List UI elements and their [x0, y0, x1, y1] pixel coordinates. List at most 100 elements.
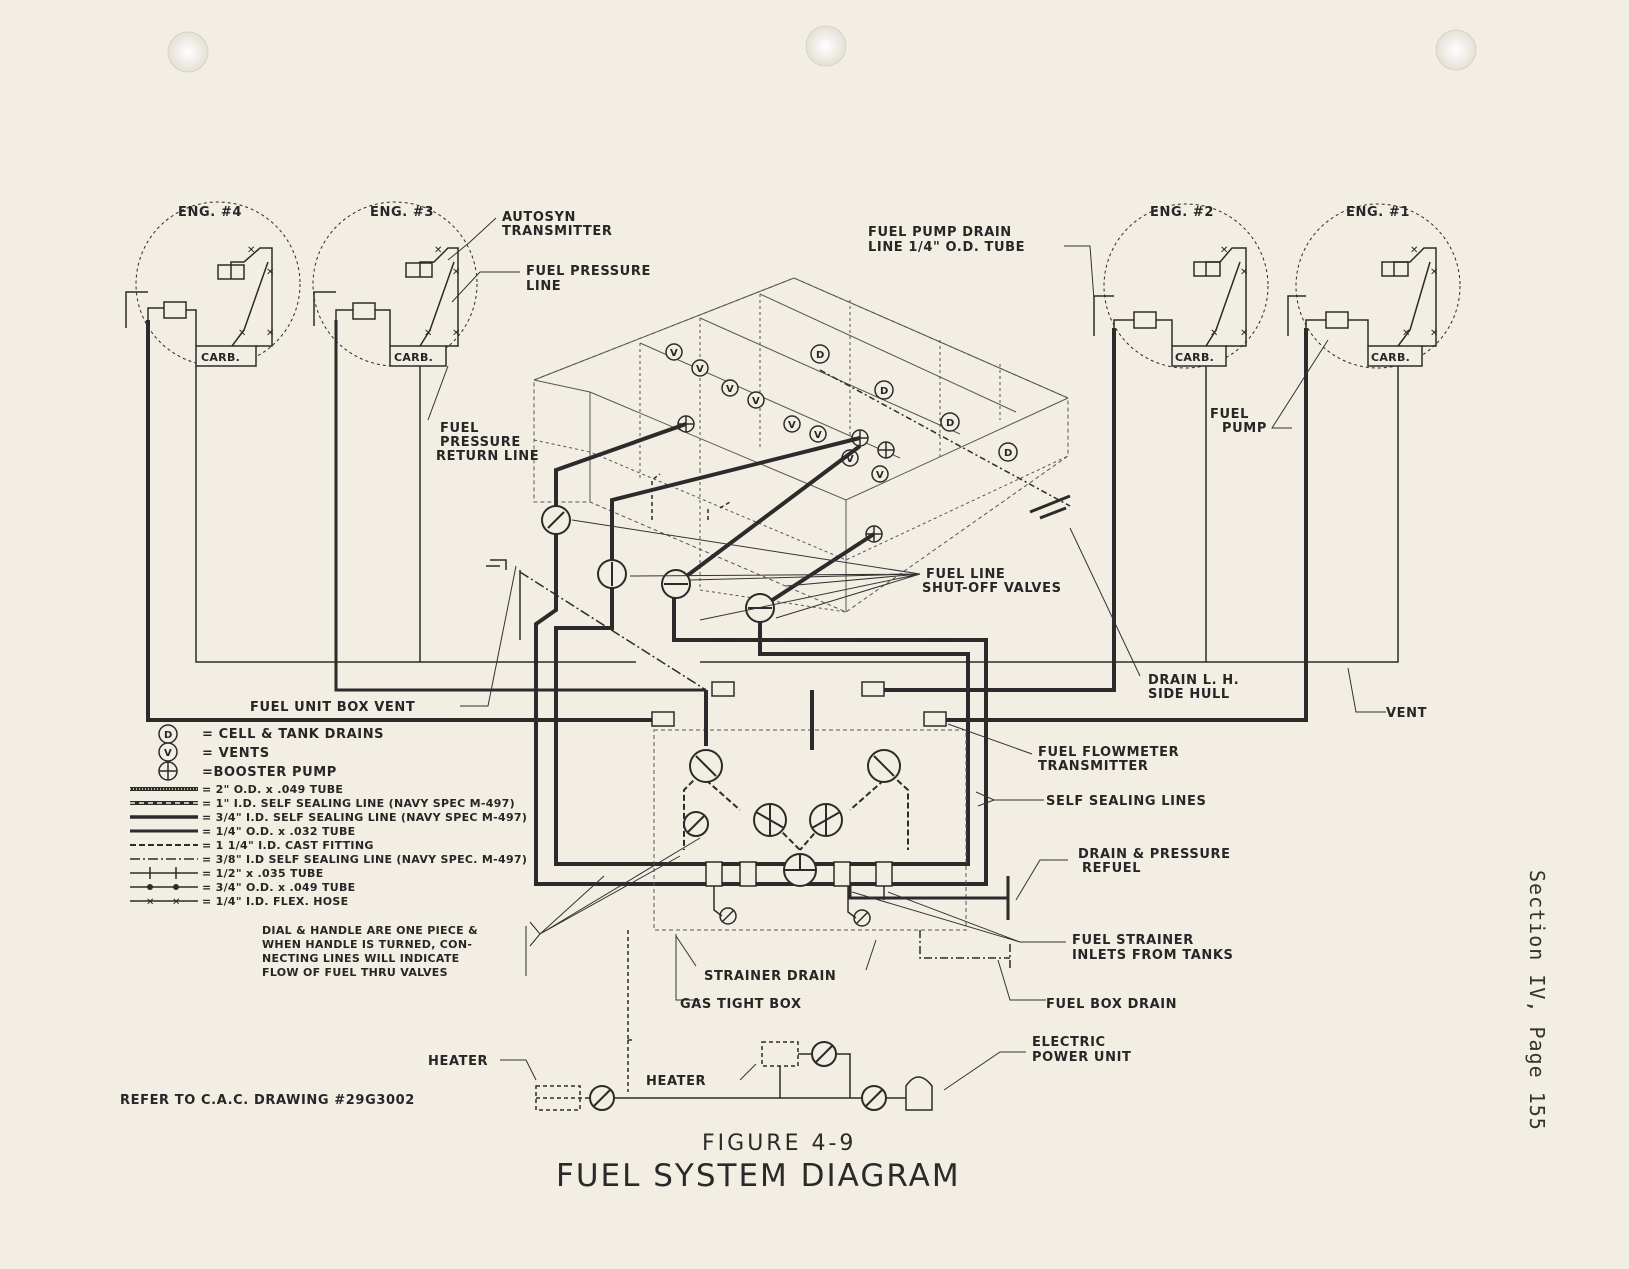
svg-text:✕: ✕ [452, 267, 460, 278]
vent-symbol: V [747, 391, 765, 409]
flowmeter-label: FUEL FLOWMETER [1038, 745, 1179, 760]
legend-line-2: = 1" I.D. SELF SEALING LINE (NAVY SPEC M… [202, 797, 515, 810]
flowmeter-box [711, 681, 735, 697]
svg-text:✕: ✕ [1430, 328, 1438, 339]
svg-text:✕: ✕ [146, 897, 154, 908]
autosyn-label: AUTOSYN [502, 210, 576, 225]
svg-text:V: V [752, 396, 760, 407]
tank-drains: D D D D [810, 344, 1071, 520]
strainer-drain-label: STRAINER DRAIN [704, 969, 836, 984]
callout-labels: AUTOSYN TRANSMITTER FUEL PRESSURE LINE F… [250, 210, 1427, 1089]
legend: D = CELL & TANK DRAINS V = VENTS =BOOSTE… [130, 724, 527, 908]
legend-line-6: = 3/8" I.D SELF SEALING LINE (NAVY SPEC.… [202, 853, 527, 866]
fuel-pump-box [352, 302, 376, 320]
engine-3: ENG. #3 CARB. ✕✕✕✕ [312, 201, 478, 367]
drain-symbol: D [810, 344, 830, 364]
svg-text:V: V [670, 348, 678, 359]
dial-note-line4: FLOW OF FUEL THRU VALVES [262, 966, 448, 979]
engine-3-label: ENG. #3 [370, 205, 434, 220]
selector-valve [753, 803, 787, 837]
engine-1-label: ENG. #1 [1346, 205, 1410, 220]
shutoff-valves-label: FUEL LINE [926, 567, 1005, 582]
carb-label: CARB. [201, 351, 240, 364]
svg-text:✕: ✕ [1402, 328, 1410, 339]
shutoff-valves [541, 422, 876, 623]
svg-text:V: V [846, 454, 854, 465]
selector-valve [809, 803, 843, 837]
fuel-unit-box-vent-label: FUEL UNIT BOX VENT [250, 700, 415, 715]
figure-title: FUEL SYSTEM DIAGRAM [556, 1158, 961, 1194]
strainer [705, 861, 893, 887]
binder-hole-center [805, 25, 847, 67]
strainer-inlets-label-line2: INLETS FROM TANKS [1072, 948, 1233, 963]
electric-power-unit-label-line2: POWER UNIT [1032, 1050, 1131, 1065]
legend-line-swatches: ✕✕ [130, 787, 198, 908]
svg-text:✕: ✕ [172, 897, 180, 908]
electric-power-unit-label: ELECTRIC [1032, 1035, 1106, 1050]
fuel-box-drain-label: FUEL BOX DRAIN [1046, 997, 1177, 1012]
carb-box [195, 345, 257, 367]
drain-lh-label-line2: SIDE HULL [1148, 687, 1230, 702]
engine-4-label: ENG. #4 [178, 205, 242, 220]
vent-symbol: V [691, 359, 709, 377]
booster-pump-symbol [877, 441, 895, 459]
svg-text:V: V [788, 420, 796, 431]
shutoff-valve [661, 569, 691, 599]
legend-line-9: = 1/4" I.D. FLEX. HOSE [202, 895, 348, 908]
drain-symbol: D [874, 380, 894, 400]
svg-text:✕: ✕ [266, 267, 274, 278]
gas-tight-box [651, 681, 1011, 970]
legend-line-8: = 3/4" O.D. x .049 TUBE [202, 881, 356, 894]
svg-text:D: D [164, 730, 172, 741]
selector-valve [683, 811, 709, 837]
engine-1: ENG. #1 CARB. ✕✕✕✕ [1287, 203, 1461, 369]
svg-text:V: V [814, 430, 822, 441]
gas-tight-box-label: GAS TIGHT BOX [680, 997, 802, 1012]
fuel-pump-label-line2: PUMP [1222, 421, 1267, 436]
svg-text:V: V [726, 384, 734, 395]
self-sealing-lines [534, 534, 988, 886]
vent-symbol: V [665, 343, 683, 361]
fuel-pump-box [1325, 311, 1349, 329]
shutoff-valve [745, 593, 775, 623]
drain-symbol: D [998, 442, 1018, 462]
fuel-pump-drain-label: FUEL PUMP DRAIN [868, 225, 1012, 240]
drain-symbol: D [940, 412, 960, 432]
legend-drains-label: = CELL & TANK DRAINS [202, 727, 384, 742]
fuel-pump-box [163, 301, 187, 319]
selector-valve [689, 749, 723, 783]
svg-text:✕: ✕ [1410, 245, 1418, 256]
fuel-pressure-line-label-line2: LINE [526, 279, 561, 294]
fuel-pressure-return-label: FUEL [440, 421, 479, 436]
legend-vents-label: = VENTS [202, 746, 270, 761]
flowmeter-box [923, 711, 947, 727]
section-page-caption: Section IV, Page 155 [1525, 870, 1549, 1131]
heater-valve [861, 1085, 887, 1111]
carb-label: CARB. [1371, 351, 1410, 364]
heater-valve [811, 1041, 837, 1067]
self-sealing-lines-label: SELF SEALING LINES [1046, 794, 1206, 809]
legend-line-3: = 3/4" I.D. SELF SEALING LINE (NAVY SPEC… [202, 811, 527, 824]
heater-box-mid [761, 1041, 799, 1067]
fuel-tanks [533, 277, 1069, 613]
svg-text:✕: ✕ [1210, 328, 1218, 339]
heater-left-label: HEATER [428, 1054, 488, 1069]
heater-valve [589, 1085, 615, 1111]
dial-note-line1: DIAL & HANDLE ARE ONE PIECE & [262, 924, 478, 937]
strainer-inlets-label: FUEL STRAINER [1072, 933, 1194, 948]
svg-text:✕: ✕ [452, 328, 460, 339]
legend-line-4: = 1/4" O.D. x .032 TUBE [202, 825, 356, 838]
dial-note-line2: WHEN HANDLE IS TURNED, CON- [262, 938, 472, 951]
carb-box [1171, 345, 1227, 367]
engine-2: ENG. #2 CARB. ✕✕✕✕ [1093, 203, 1269, 369]
vent-label: VENT [1386, 706, 1427, 721]
svg-text:✕: ✕ [424, 328, 432, 339]
legend-line-7: = 1/2" x .035 TUBE [202, 867, 324, 880]
svg-text:✕: ✕ [247, 245, 255, 256]
fuel-pressure-return-label-line2: PRESSURE [440, 435, 521, 450]
autosyn-box [405, 262, 433, 278]
carb-box [1367, 345, 1423, 367]
center-valve [783, 853, 817, 887]
drain-lh-label: DRAIN L. H. [1148, 673, 1239, 688]
legend-line-1: = 2" O.D. x .049 TUBE [202, 783, 343, 796]
